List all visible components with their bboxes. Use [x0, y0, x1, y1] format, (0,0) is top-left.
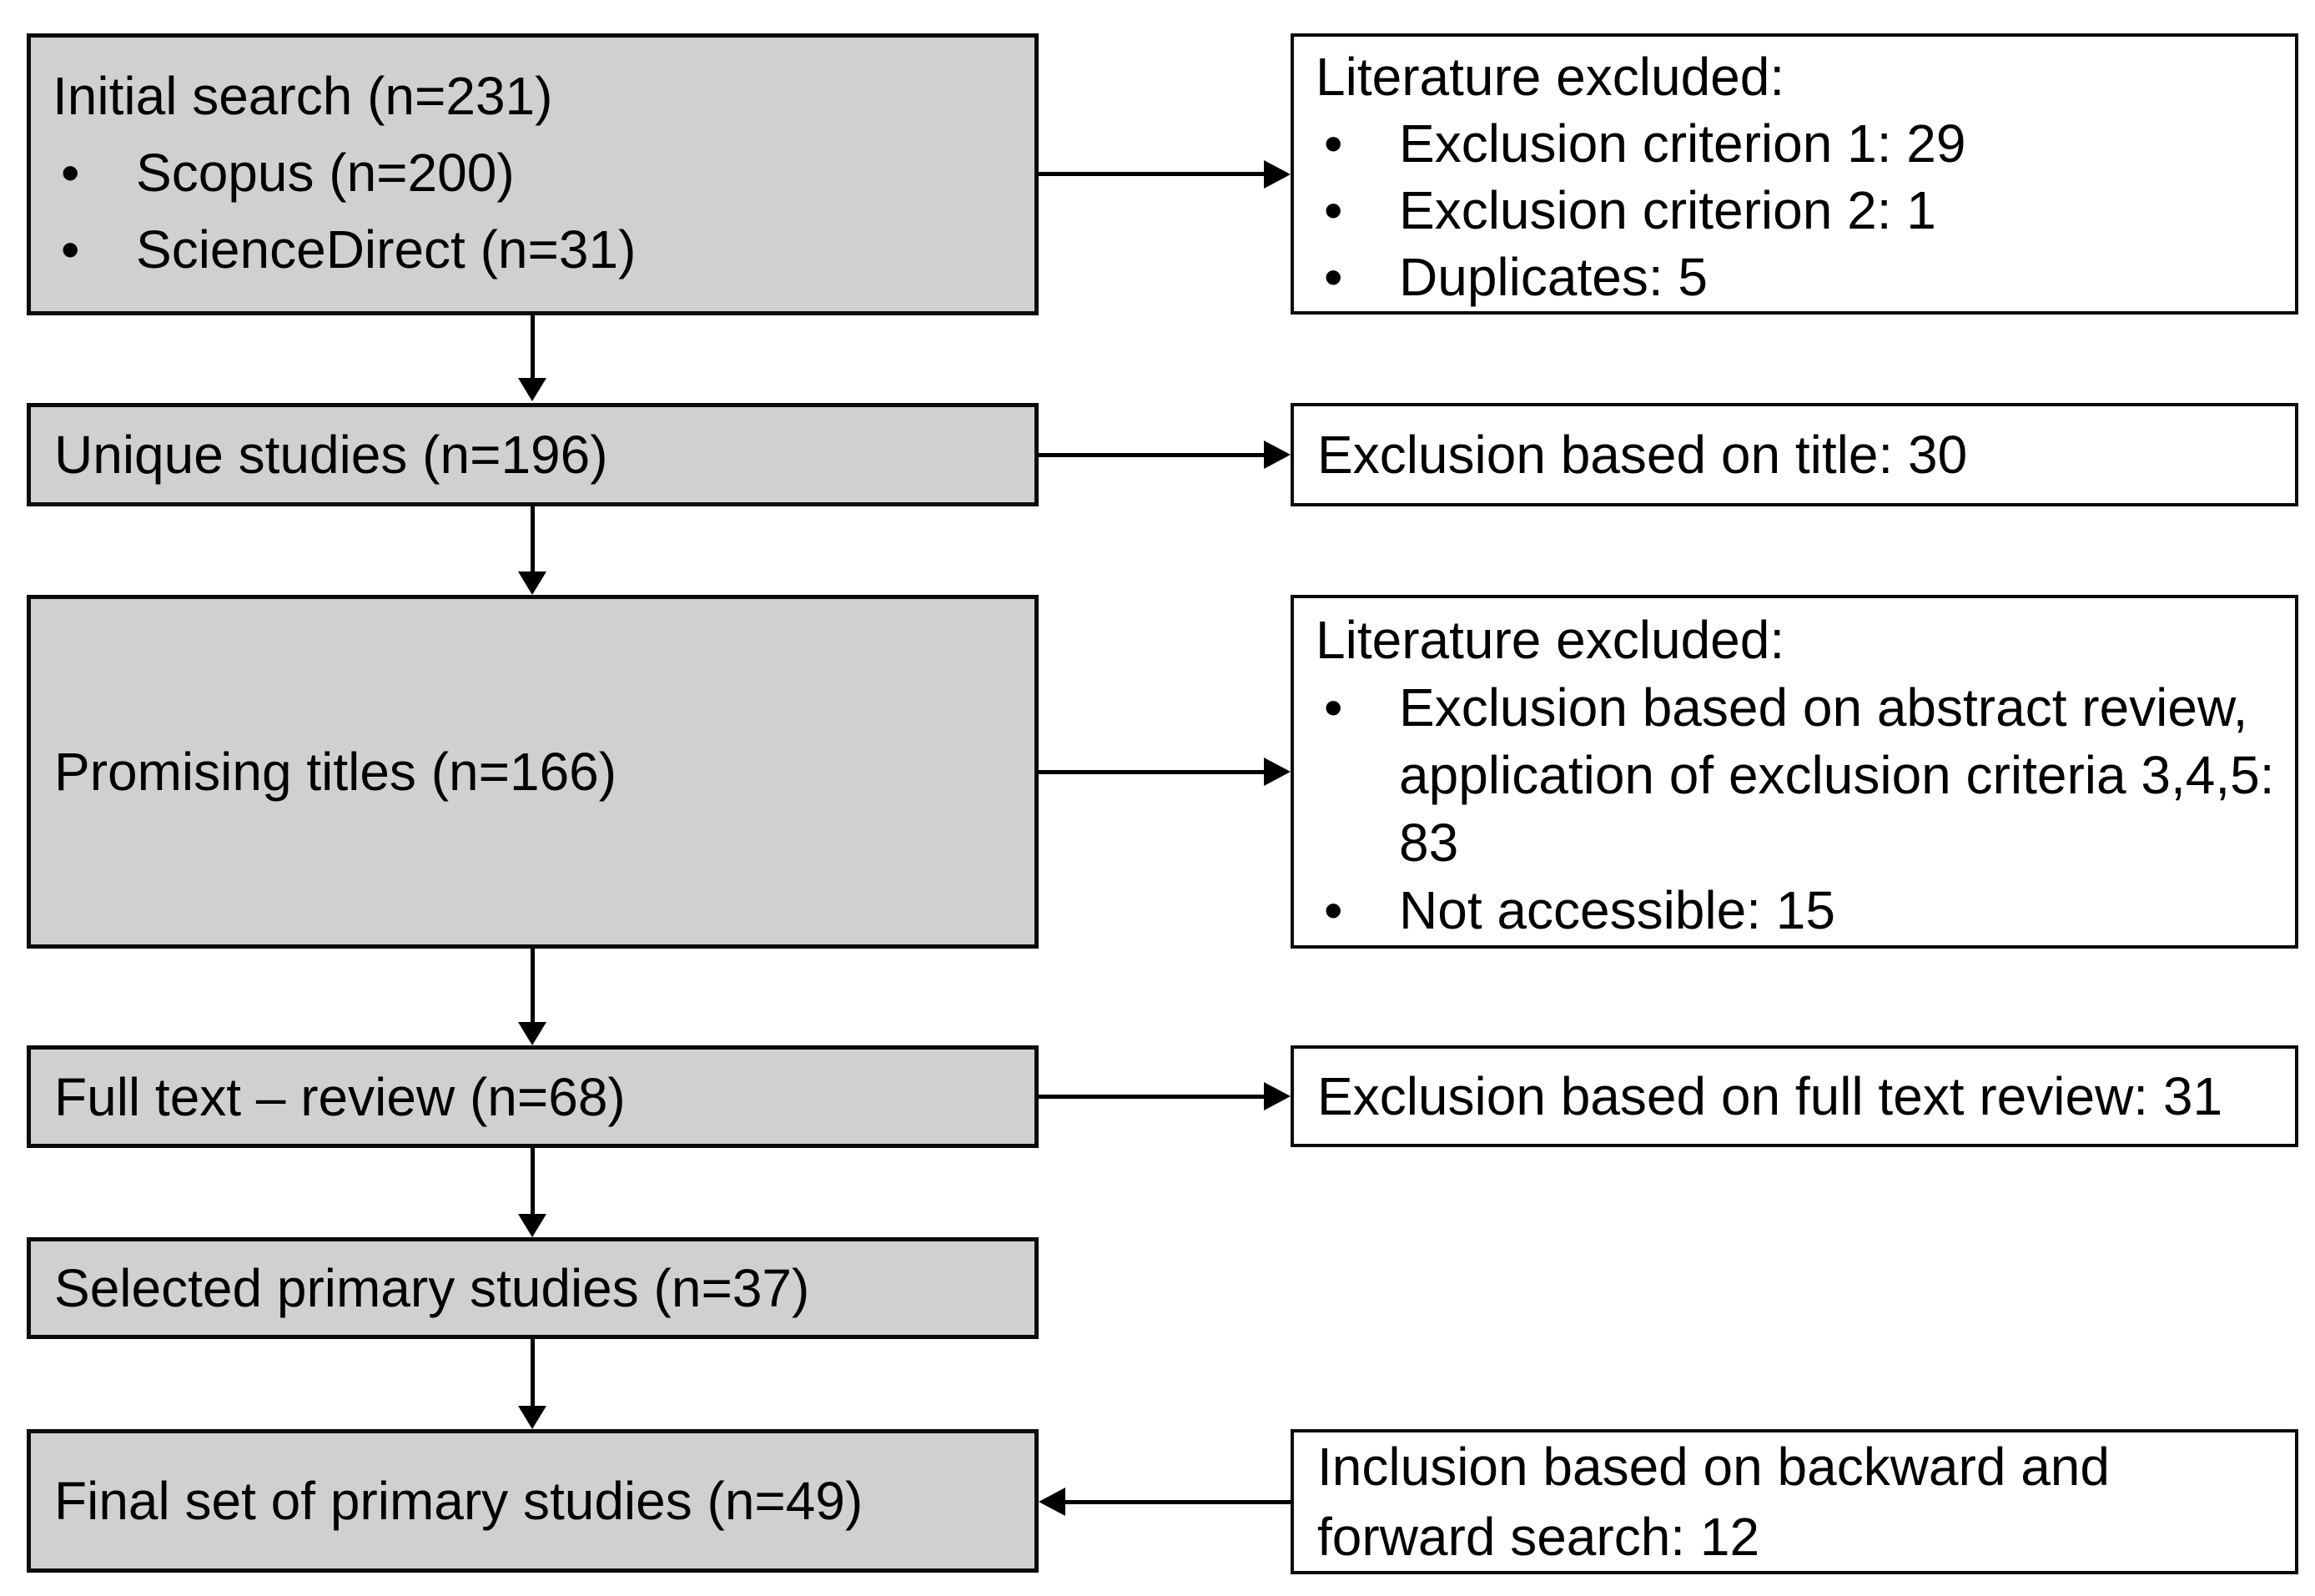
- bullet-list: Exclusion criterion 1: 29 Exclusion crit…: [1316, 110, 2278, 310]
- arrow-right-connector-1: [1039, 172, 1265, 176]
- arrow-right-connector-3: [1039, 770, 1265, 774]
- bullet-item: Duplicates: 5: [1316, 244, 2278, 310]
- box-title: Unique studies (n=196): [54, 425, 608, 485]
- box-title: Promising titles (n=166): [54, 742, 617, 802]
- box-title: Exclusion based on title: 30: [1317, 425, 1968, 485]
- box-title: Full text – review (n=68): [54, 1066, 626, 1127]
- arrow-down-head-4: [518, 1214, 546, 1237]
- arrow-down-connector-1: [531, 315, 535, 378]
- arrow-right-head-1: [1264, 160, 1291, 189]
- arrow-right-head-4: [1264, 1082, 1291, 1110]
- side-box-literature-excluded-1: Literature excluded: Exclusion criterion…: [1291, 33, 2298, 315]
- box-title: Exclusion based on full text review: 31: [1317, 1066, 2223, 1126]
- box-title: Final set of primary studies (n=49): [54, 1471, 863, 1531]
- bullet-item: Scopus (n=200): [53, 134, 1018, 211]
- flow-box-initial-search: Initial search (n=231) Scopus (n=200) Sc…: [27, 33, 1039, 315]
- bullet-item: Exclusion criterion 2: 1: [1316, 177, 2278, 244]
- arrow-right-connector-2: [1039, 453, 1265, 457]
- side-box-inclusion-backward-forward: Inclusion based on backward and forward …: [1291, 1429, 2298, 1574]
- arrow-down-connector-5: [531, 1339, 535, 1406]
- arrow-right-head-2: [1264, 441, 1291, 469]
- box-title: Initial search (n=231): [53, 66, 553, 126]
- box-title: Literature excluded:: [1316, 610, 1785, 670]
- arrow-left-connector-5: [1064, 1500, 1291, 1504]
- flow-box-selected-primary-studies: Selected primary studies (n=37): [27, 1237, 1039, 1339]
- box-title: Inclusion based on backward and forward …: [1317, 1437, 2110, 1567]
- bullet-item: Exclusion criterion 1: 29: [1316, 110, 2278, 177]
- side-box-exclusion-title: Exclusion based on title: 30: [1291, 403, 2298, 506]
- arrow-left-head-5: [1039, 1488, 1065, 1516]
- bullet-list: Exclusion based on abstract review, appl…: [1316, 674, 2278, 944]
- box-title: Literature excluded:: [1316, 47, 1785, 107]
- arrow-down-head-3: [518, 1022, 546, 1045]
- arrow-down-head-1: [518, 378, 546, 401]
- arrow-right-connector-4: [1039, 1095, 1265, 1099]
- bullet-list: Scopus (n=200) ScienceDirect (n=31): [53, 134, 1018, 288]
- arrow-down-head-2: [518, 571, 546, 595]
- arrow-right-head-3: [1264, 758, 1291, 786]
- side-box-literature-excluded-2: Literature excluded: Exclusion based on …: [1291, 595, 2298, 949]
- flow-box-promising-titles: Promising titles (n=166): [27, 595, 1039, 949]
- arrow-down-head-5: [518, 1406, 546, 1429]
- bullet-item: Exclusion based on abstract review, appl…: [1316, 674, 2278, 877]
- side-box-exclusion-full-text: Exclusion based on full text review: 31: [1291, 1045, 2298, 1147]
- bullet-item: Not accessible: 15: [1316, 877, 2278, 944]
- flow-box-full-text-review: Full text – review (n=68): [27, 1045, 1039, 1148]
- box-title: Selected primary studies (n=37): [54, 1258, 810, 1318]
- bullet-text: Exclusion based on abstract review, appl…: [1399, 677, 2275, 873]
- flow-box-unique-studies: Unique studies (n=196): [27, 403, 1039, 506]
- arrow-down-connector-4: [531, 1148, 535, 1214]
- arrow-down-connector-3: [531, 949, 535, 1022]
- flow-box-final-set: Final set of primary studies (n=49): [27, 1429, 1039, 1573]
- arrow-down-connector-2: [531, 506, 535, 571]
- bullet-item: ScienceDirect (n=31): [53, 211, 1018, 288]
